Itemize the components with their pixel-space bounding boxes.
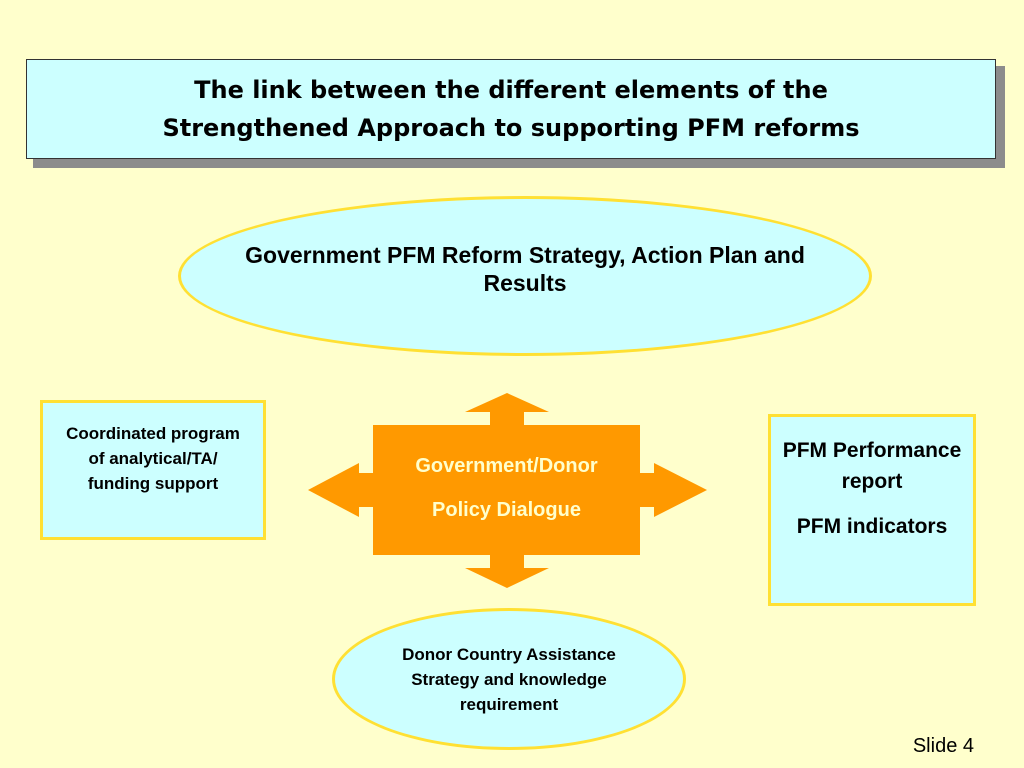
title-box: The link between the different elements … xyxy=(26,59,996,159)
arrow-right-shaft xyxy=(636,473,658,507)
pfm-performance-box: PFM Performance report PFM indicators xyxy=(768,414,976,606)
center-box-fill xyxy=(373,425,640,555)
coordinated-program-label: Coordinated program of analytical/TA/ fu… xyxy=(66,424,240,493)
arrow-up-head xyxy=(465,393,549,412)
title-line-1: The link between the different elements … xyxy=(194,76,828,104)
donor-strategy-label: Donor Country Assistance Strategy and kn… xyxy=(402,644,616,714)
coordinated-program-box: Coordinated program of analytical/TA/ fu… xyxy=(40,400,266,540)
arrow-left-head xyxy=(308,463,359,517)
pfm-indicators-label: PFM indicators xyxy=(796,515,948,538)
slide-title: The link between the different elements … xyxy=(61,71,961,147)
title-line-2: Strengthened Approach to supporting PFM … xyxy=(162,114,860,142)
donor-strategy-ellipse: Donor Country Assistance Strategy and kn… xyxy=(332,608,686,750)
government-strategy-ellipse: Government PFM Reform Strategy, Action P… xyxy=(178,196,872,356)
policy-dialogue-box: Government/Donor Policy Dialogue xyxy=(373,425,640,555)
policy-dialogue-line-2: Policy Dialogue xyxy=(432,499,581,521)
arrow-left-shaft xyxy=(356,473,378,507)
pfm-performance-label: PFM Performance report xyxy=(782,439,962,493)
policy-dialogue-line-1: Government/Donor xyxy=(415,455,598,477)
government-strategy-label: Government PFM Reform Strategy, Action P… xyxy=(245,242,805,296)
slide-number: Slide 4 xyxy=(912,735,974,757)
arrow-down-head xyxy=(465,568,549,588)
arrow-right-head xyxy=(654,463,707,517)
